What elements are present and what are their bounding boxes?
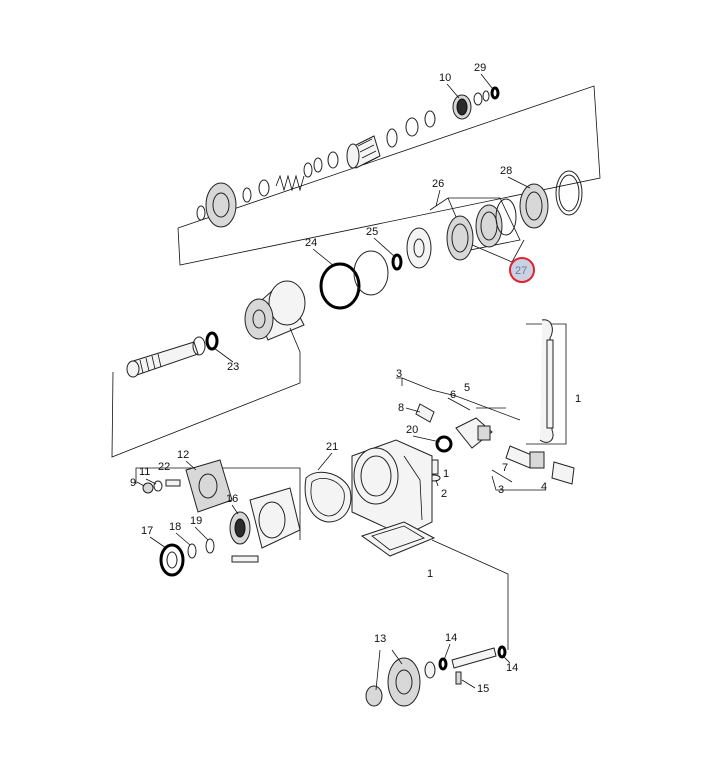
main-shaft (111, 327, 301, 458)
callout-12[interactable]: 12 (177, 449, 189, 461)
drum-assembly (244, 250, 389, 341)
callout-13[interactable]: 13 (374, 633, 386, 645)
lower-gear-set (365, 645, 507, 707)
callout-7[interactable]: 7 (502, 462, 508, 474)
callout-17[interactable]: 17 (141, 525, 153, 537)
valve-fittings (396, 377, 575, 491)
callout-29[interactable]: 29 (474, 62, 486, 74)
callout-14-right[interactable]: 14 (506, 662, 518, 674)
callout-1-hydraulic-line[interactable]: 1 (575, 393, 581, 405)
callout-5[interactable]: 5 (464, 382, 470, 394)
callout-1-bolt[interactable]: 1 (443, 468, 449, 480)
callout-27[interactable]: 27 (515, 265, 527, 277)
highlight-ring-27[interactable] (509, 257, 535, 283)
callout-3-lower[interactable]: 3 (498, 484, 504, 496)
upper-gear-train (196, 86, 500, 228)
callout-28[interactable]: 28 (500, 165, 512, 177)
callout-11[interactable]: 11 (139, 466, 150, 478)
callout-22[interactable]: 22 (158, 461, 170, 473)
callout-labels: 29 10 28 26 24 25 27 23 1 3 5 6 8 20 21 … (130, 62, 581, 695)
callout-14-left[interactable]: 14 (445, 632, 457, 644)
callout-2[interactable]: 2 (441, 488, 447, 500)
upper-assembly-frame (177, 85, 601, 266)
callout-3-upper[interactable]: 3 (396, 368, 402, 380)
callout-9[interactable]: 9 (130, 477, 136, 489)
callout-8[interactable]: 8 (398, 402, 404, 414)
callout-1-housing[interactable]: 1 (427, 568, 433, 580)
callout-25[interactable]: 25 (366, 226, 378, 238)
callout-4[interactable]: 4 (541, 481, 547, 493)
callout-21[interactable]: 21 (326, 441, 338, 453)
clutch-pack (391, 170, 583, 271)
callout-6[interactable]: 6 (450, 389, 456, 401)
callout-26[interactable]: 26 (432, 178, 444, 190)
callout-16[interactable]: 16 (226, 493, 238, 505)
callout-15[interactable]: 15 (477, 683, 489, 695)
callout-24[interactable]: 24 (305, 237, 317, 249)
callout-20[interactable]: 20 (406, 424, 418, 436)
leader-lines (136, 73, 531, 689)
pto-side-assembly (135, 459, 301, 577)
callout-23[interactable]: 23 (227, 361, 239, 373)
hydraulic-line (526, 319, 567, 445)
callout-19[interactable]: 19 (190, 515, 202, 527)
main-housing (304, 439, 509, 650)
callout-18[interactable]: 18 (169, 521, 181, 533)
callout-10[interactable]: 10 (439, 72, 451, 84)
